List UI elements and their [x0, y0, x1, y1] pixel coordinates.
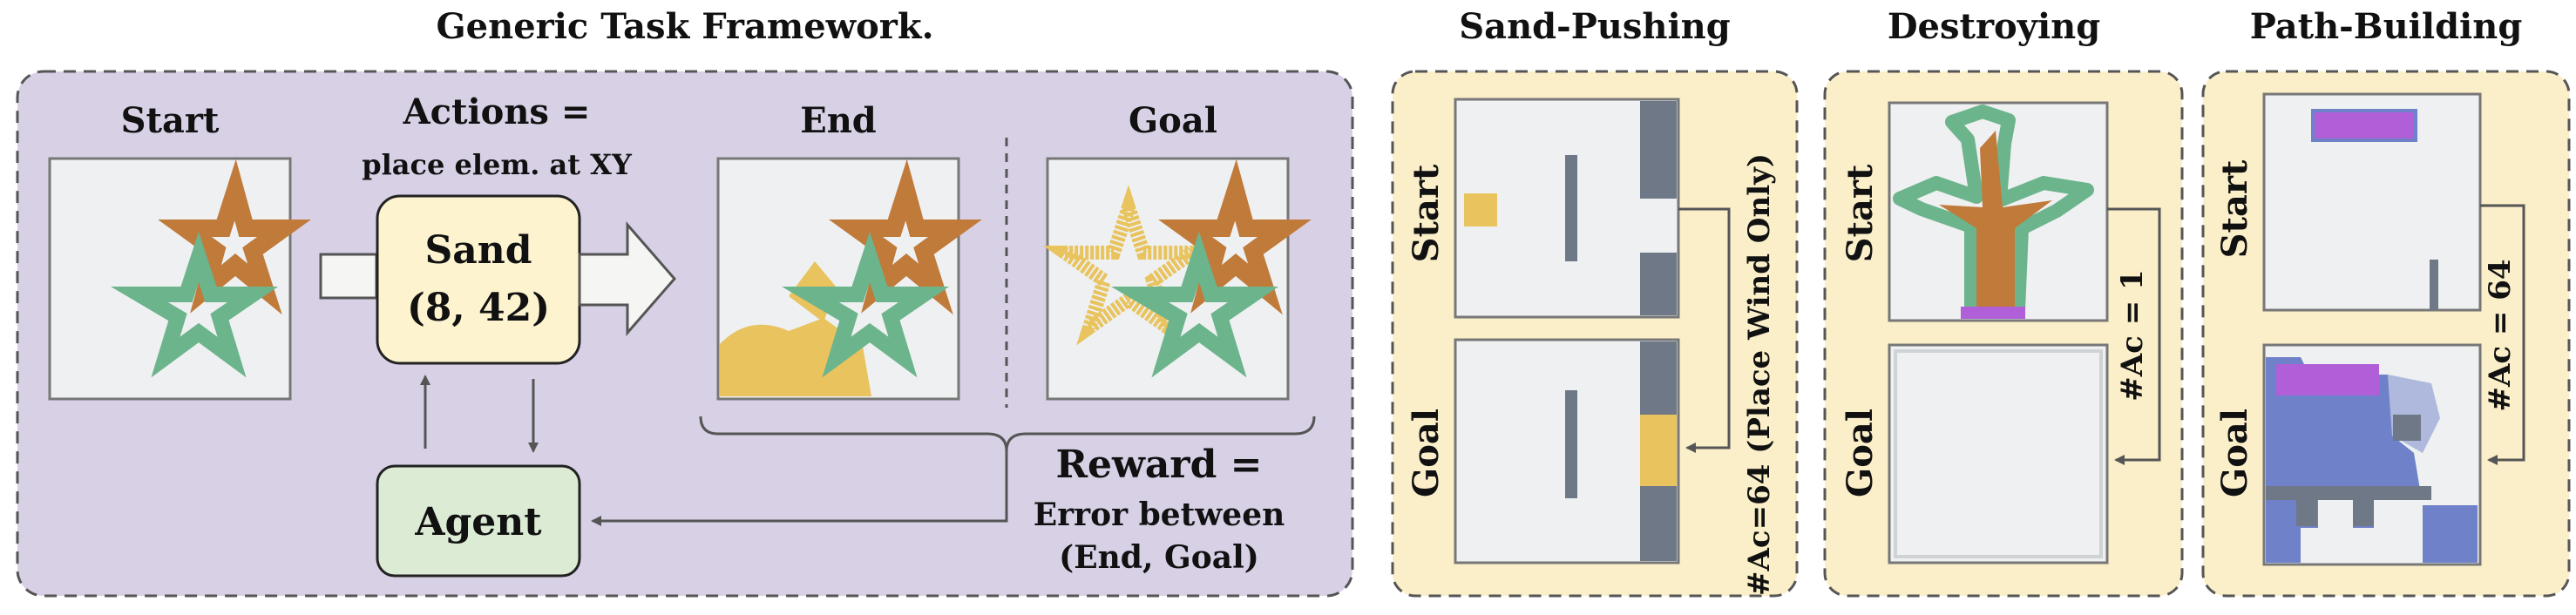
orange-star [158, 159, 311, 315]
sand-pushing-title: Sand-Pushing [1459, 6, 1730, 47]
end-label: End [800, 100, 877, 141]
reward-line-3: (End, Goal) [1059, 539, 1259, 576]
tree-trunk [1939, 131, 2052, 310]
sand-pushing-goal-label: Goal [1406, 409, 1447, 497]
sand-pushing-goal-grid [1454, 338, 1680, 564]
agent-box [376, 464, 581, 578]
wall-pillar [2393, 415, 2421, 441]
sand-action-coords: (8, 42) [407, 286, 550, 330]
sand-pushing-start-grid [1454, 98, 1680, 319]
sand-action-box [376, 194, 581, 365]
destroying-start-grid [1888, 101, 2109, 322]
reward-to-agent-arrow [591, 451, 1008, 526]
destroying-action-count: #Ac = 1 [2115, 269, 2150, 401]
agent-label: Agent [414, 500, 542, 544]
destroying-arrow [2107, 207, 2161, 465]
wall-notch-1 [2296, 500, 2317, 526]
end-grid [716, 157, 982, 401]
actions-title: Actions = [403, 91, 591, 132]
tree-base [1961, 307, 2025, 319]
destroying-goal-grid [1888, 343, 2109, 564]
sand-star [1042, 185, 1215, 346]
actions-subtitle: place elem. at XY [362, 148, 633, 181]
destroying-title: Destroying [1888, 6, 2100, 47]
goal-label: Goal [1129, 100, 1217, 141]
green-star [111, 231, 279, 378]
wall-bar [2266, 486, 2431, 500]
orange-star [829, 159, 982, 315]
destroying-start-label: Start [1840, 164, 1881, 262]
sand-action-label: Sand [424, 228, 532, 273]
reward-line-2: Error between [1034, 497, 1285, 533]
green-star [782, 231, 950, 378]
start-grid [48, 157, 311, 401]
goal-block [2276, 364, 2379, 395]
path-building-goal-label: Goal [2214, 409, 2255, 497]
framework-title: Generic Task Framework. [437, 6, 934, 47]
arrow-sand-to-end [578, 220, 676, 337]
start-label: Start [121, 100, 220, 141]
path-building-start-label: Start [2214, 159, 2255, 258]
orange-star [1158, 159, 1312, 315]
reward-title: Reward = [1055, 443, 1262, 487]
destroying-goal-label: Goal [1840, 409, 1881, 497]
wall-notch-2 [2353, 500, 2374, 526]
path-building-start-grid [2262, 92, 2482, 312]
sand-pushing-action-count: #Ac=64 (Place Wind Only) [1742, 153, 1777, 596]
path-building-action-count: #Ac = 64 [2483, 259, 2518, 411]
arrow-start-to-sand [319, 253, 378, 300]
sand-pushing-start-label: Start [1406, 164, 1447, 262]
white-area [2301, 500, 2423, 563]
path-building-goal-grid [2262, 343, 2482, 566]
goal-grid [1042, 157, 1312, 401]
green-star [1111, 231, 1279, 378]
path-building-arrow [2480, 204, 2525, 465]
sand-pile [720, 318, 871, 396]
framework-panel [16, 70, 1354, 598]
tree-outline [1893, 105, 2094, 311]
path-building-title: Path-Building [2250, 6, 2523, 47]
sand-pushing-arrow [1678, 207, 1731, 453]
